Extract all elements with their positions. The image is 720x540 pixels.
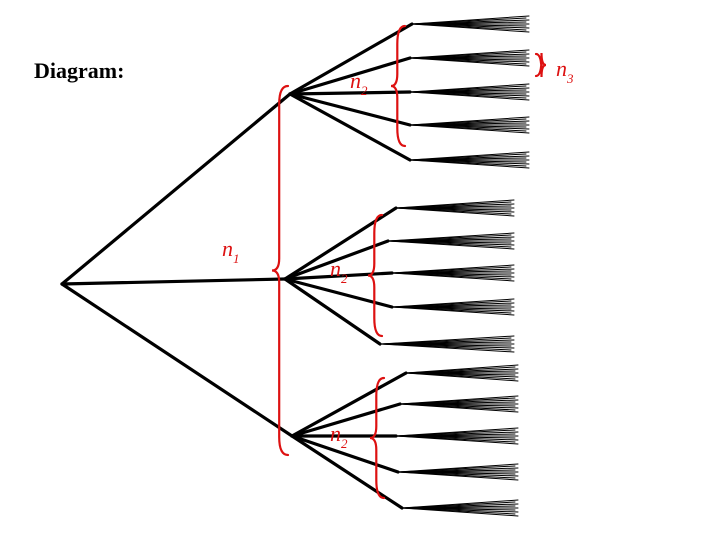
leaf-edge (399, 403, 519, 413)
label-n1: n1 (222, 236, 240, 266)
diagram-heading: Diagram: (34, 58, 125, 83)
second-level-edge (288, 22, 414, 96)
leaf-edge (409, 159, 530, 169)
brace-n2-bottom (369, 376, 386, 500)
brace-n3 (534, 52, 547, 78)
leaf-edge (409, 124, 530, 134)
leaf-edge (395, 435, 519, 445)
leaf-edge (411, 23, 530, 33)
second-level-edge (283, 239, 390, 281)
second-level-edge (288, 90, 412, 96)
second-level-edge (290, 434, 404, 510)
second-level-edge (288, 92, 412, 162)
second-level-edge (283, 277, 394, 309)
root-edge (60, 277, 287, 286)
leaf-edge (409, 57, 530, 67)
second-level-edge (283, 206, 398, 281)
label-n2-bottom: n2 (330, 421, 348, 451)
braces (271, 24, 547, 500)
leaf-edge (391, 306, 515, 316)
count-labels: n1 n2 n2 n2 n3 (222, 56, 574, 451)
label-n2-mid: n2 (330, 256, 348, 286)
second-level-edge (288, 56, 412, 96)
brace-n2-mid (367, 213, 384, 338)
second-level-edge (288, 92, 412, 127)
label-n2-top: n2 (350, 68, 368, 98)
second-level-edge (290, 371, 408, 438)
brace-n2-top (390, 24, 407, 148)
leaf-edge (387, 240, 515, 250)
tree-edges (60, 15, 530, 517)
second-level-edge (283, 277, 382, 346)
leaf-edge (395, 207, 515, 217)
leaf-edge (409, 91, 530, 101)
leaf-edge (391, 272, 515, 282)
root-edge (60, 282, 294, 438)
leaf-edge (397, 471, 519, 481)
leaf-edge (379, 343, 515, 353)
label-n3: n3 (556, 56, 574, 86)
second-level-edge (290, 402, 402, 438)
leaf-edge (401, 507, 519, 517)
second-level-edge (290, 434, 400, 474)
root-edge (60, 92, 292, 286)
leaf-edge (405, 372, 519, 382)
brace-n1 (271, 84, 290, 457)
second-level-edge (283, 271, 394, 281)
